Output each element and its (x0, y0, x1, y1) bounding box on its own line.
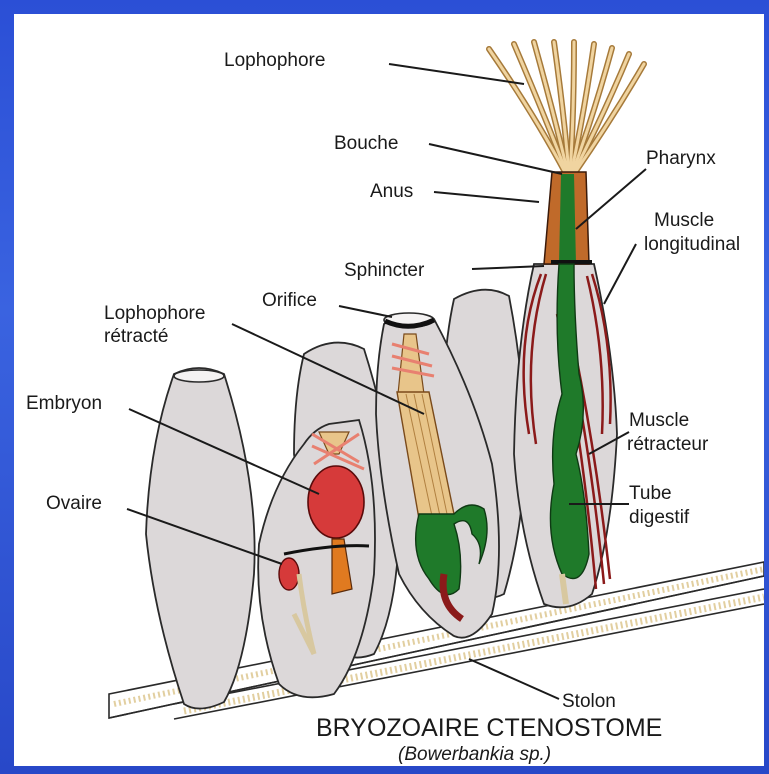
embryo (308, 466, 364, 538)
label-muscle-longitudinal-2: longitudinal (644, 234, 740, 255)
label-lophophore-retracte-2: rétracté (104, 326, 168, 347)
label-anus: Anus (370, 181, 413, 202)
label-muscle-longitudinal-1: Muscle (654, 210, 714, 231)
diagram-subtitle: (Bowerbankia sp.) (398, 744, 551, 765)
label-muscle-retracteur-2: rétracteur (627, 434, 709, 455)
label-lophophore-retracte-1: Lophophore (104, 303, 205, 324)
diagram-title: BRYOZOAIRE CTENOSTOME (316, 714, 662, 742)
lophophore-tentacles (489, 42, 644, 174)
ovary (279, 558, 299, 590)
zooid-empty-left (146, 368, 255, 709)
bryozoan-diagram: Lophophore Bouche Pharynx Anus Muscle lo… (14, 14, 764, 766)
label-tube-digestif-2: digestif (629, 507, 690, 528)
label-stolon: Stolon (562, 691, 616, 712)
label-embryon: Embryon (26, 393, 102, 414)
label-pharynx: Pharynx (646, 148, 716, 169)
label-lophophore: Lophophore (224, 50, 325, 71)
diagram-panel: Lophophore Bouche Pharynx Anus Muscle lo… (14, 14, 764, 766)
label-bouche: Bouche (334, 133, 398, 154)
label-ovaire: Ovaire (46, 493, 102, 514)
label-muscle-retracteur-1: Muscle (629, 410, 689, 431)
label-sphincter: Sphincter (344, 260, 425, 281)
label-tube-digestif-1: Tube (629, 483, 672, 504)
label-orifice: Orifice (262, 290, 317, 311)
